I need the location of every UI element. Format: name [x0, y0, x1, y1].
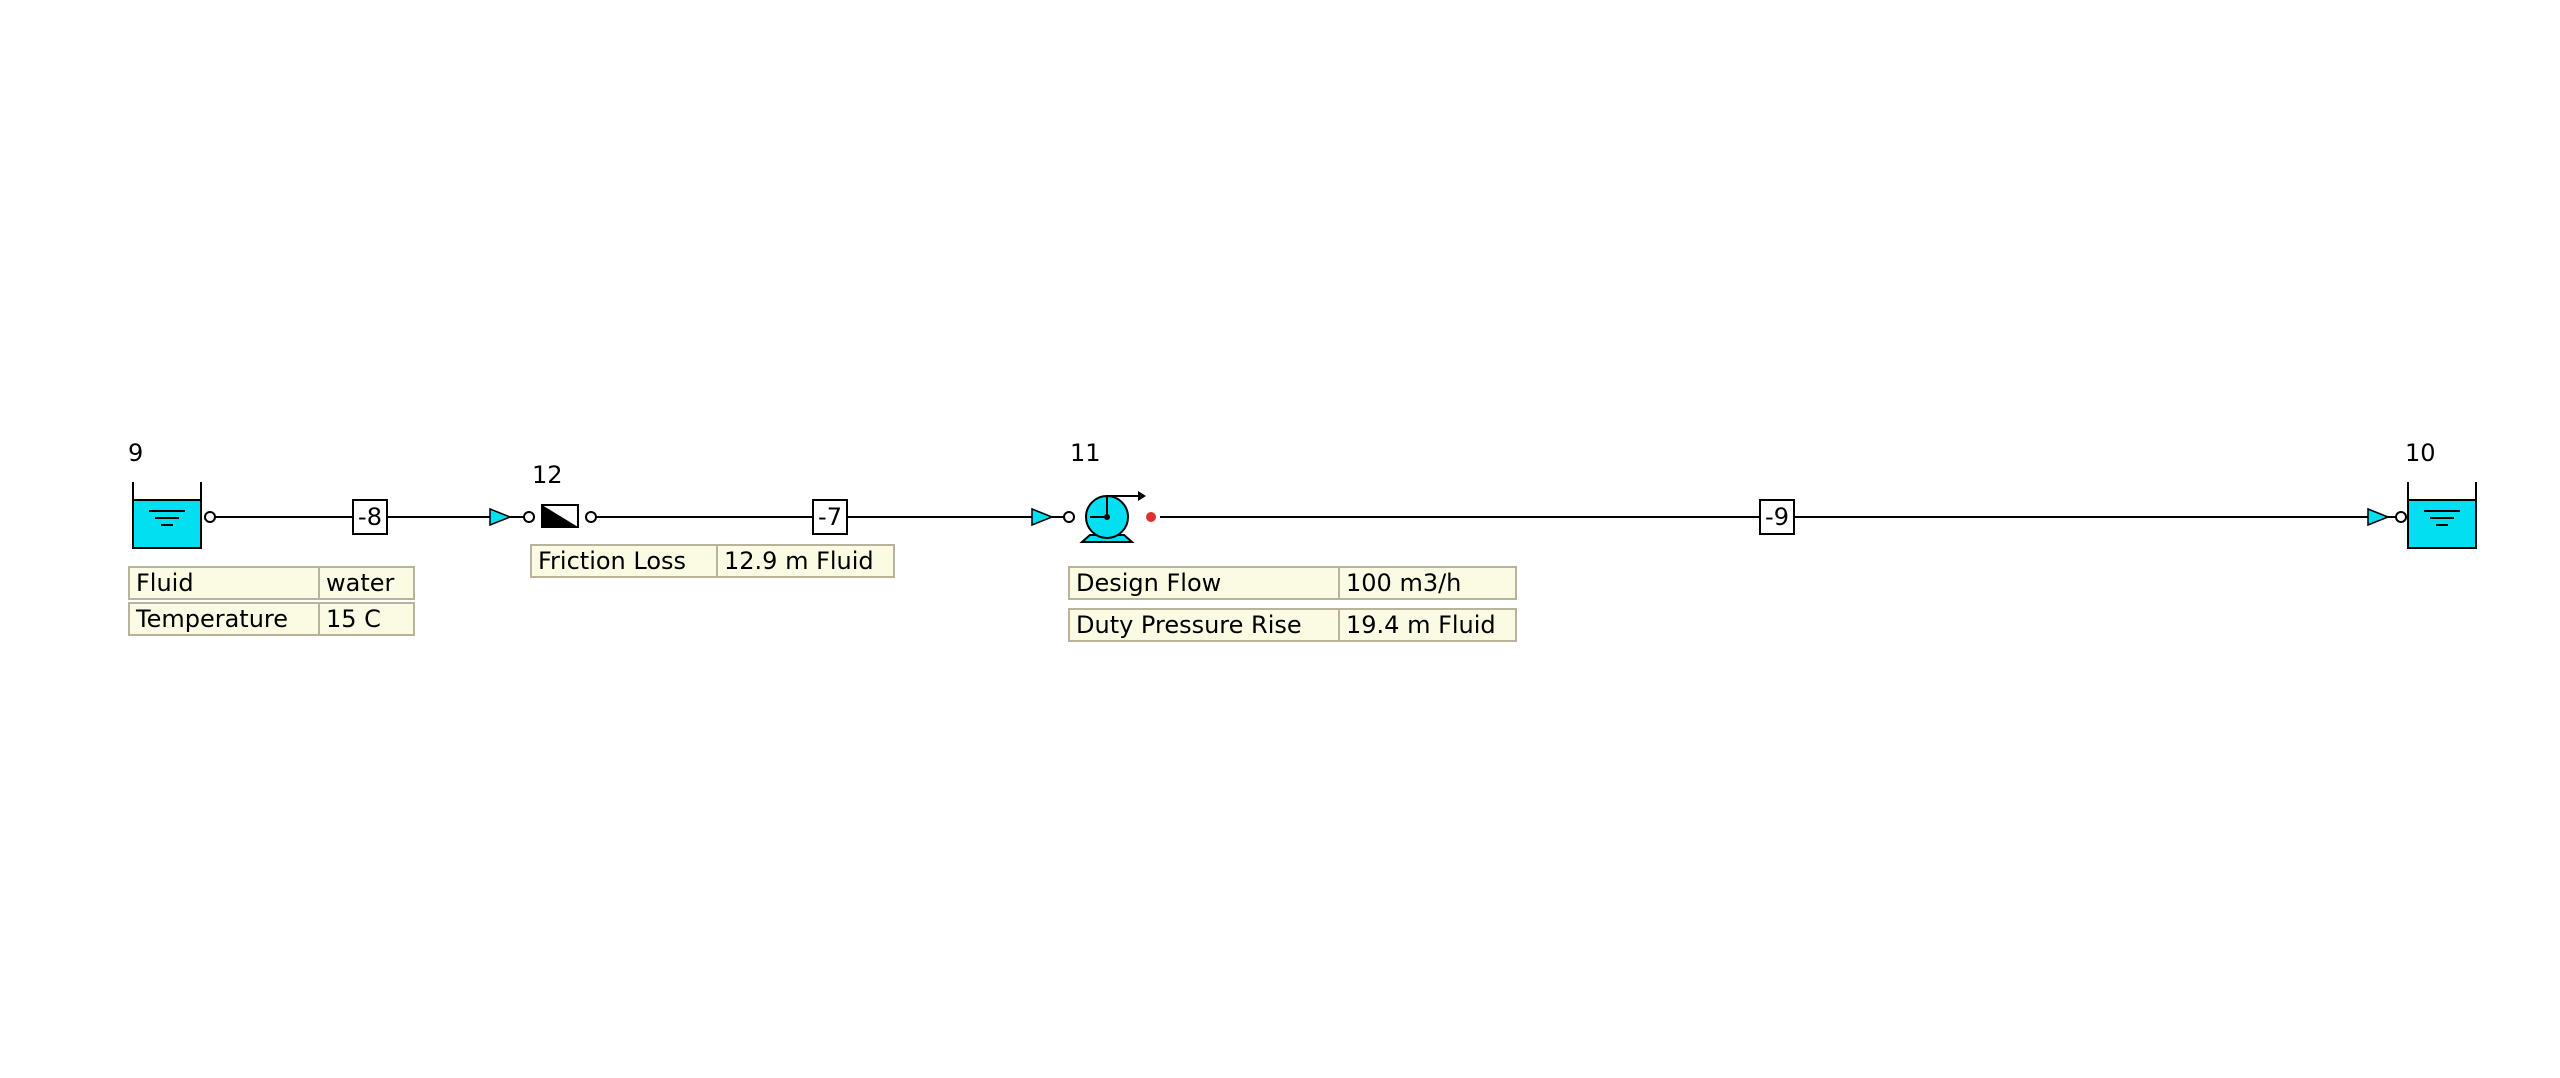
- info-row-design-flow: Design Flow 100 m3/h: [1068, 566, 1517, 600]
- info-key: Fluid: [130, 568, 320, 598]
- info-key: Duty Pressure Rise: [1070, 610, 1340, 640]
- info-key: Design Flow: [1070, 568, 1340, 598]
- info-row-duty-pressure-rise: Duty Pressure Rise 19.4 m Fluid: [1068, 608, 1517, 642]
- info-value: 15 C: [326, 605, 381, 633]
- node-12-label: 12: [532, 461, 563, 489]
- info-key: Temperature: [130, 604, 320, 634]
- valve-12-icon[interactable]: [489, 504, 597, 528]
- info-value: 19.4 m Fluid: [1346, 611, 1496, 639]
- pump-11-icon[interactable]: [1031, 491, 1156, 543]
- info-value: 12.9 m Fluid: [724, 547, 874, 575]
- node-10-label: 10: [2405, 439, 2436, 467]
- info-row-temperature: Temperature 15 C: [128, 602, 415, 636]
- pipe-8-label[interactable]: -8: [352, 499, 388, 535]
- pipe-7-label[interactable]: -7: [812, 499, 848, 535]
- info-row-friction-loss: Friction Loss 12.9 m Fluid: [530, 544, 895, 578]
- pipe-9-label[interactable]: -9: [1759, 499, 1795, 535]
- info-row-fluid: Fluid water: [128, 566, 415, 600]
- info-value: water: [326, 569, 395, 597]
- node-9-label: 9: [128, 439, 144, 467]
- node-11-label: 11: [1070, 439, 1101, 467]
- reservoir-10-icon[interactable]: [2367, 482, 2477, 549]
- reservoir-9-icon[interactable]: [132, 482, 216, 549]
- info-value: 100 m3/h: [1346, 569, 1462, 597]
- info-key: Friction Loss: [532, 546, 718, 576]
